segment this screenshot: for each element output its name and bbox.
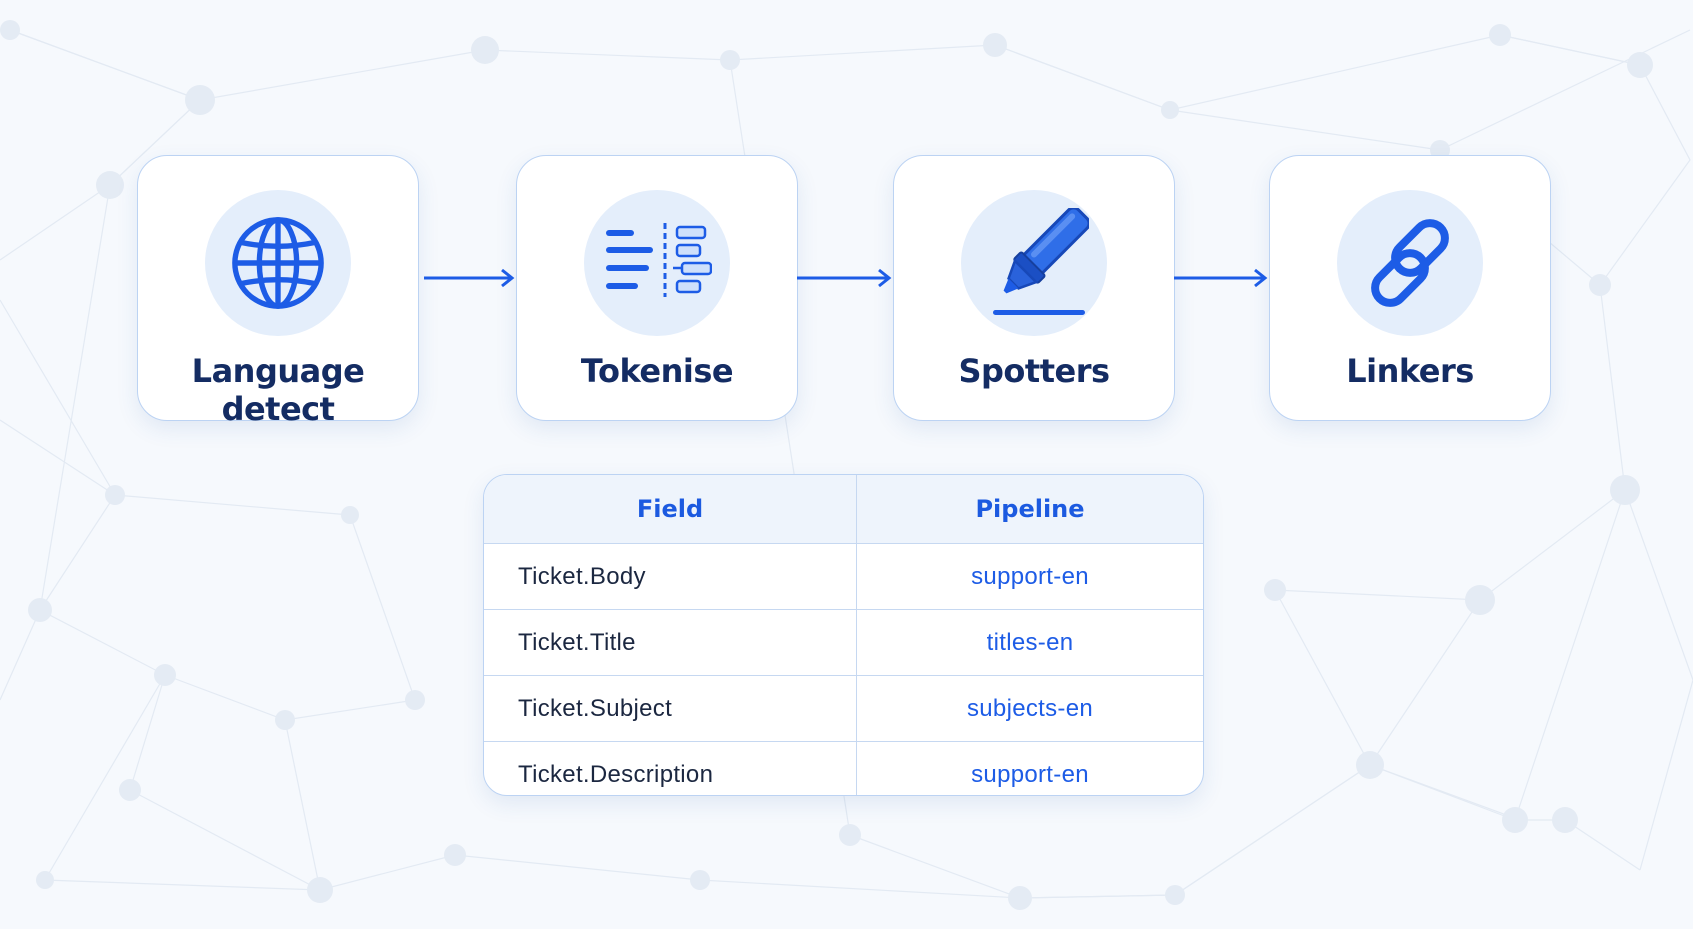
stage-card-linkers: Linkers [1269, 155, 1551, 421]
icon-circle [1337, 190, 1483, 336]
stage-label: Tokenise [580, 352, 734, 390]
stage-card-tokenise: Tokenise [516, 155, 798, 421]
tokens-icon [606, 223, 712, 297]
globe-icon [232, 217, 324, 309]
stage-card-spotters: Spotters [893, 155, 1175, 421]
column-header-field: Field [484, 475, 857, 544]
stage-label: Linkers [1346, 352, 1474, 390]
field-cell: Ticket.Title [484, 609, 857, 676]
arrow-connector [1174, 268, 1268, 288]
icon-circle [584, 190, 730, 336]
pipeline-cell: support-en [971, 760, 1089, 788]
stage-label: Language detect [191, 352, 365, 428]
pipeline-cell: support-en [856, 543, 1203, 610]
arrow-connector [797, 268, 892, 288]
field-pipeline-table: Field Pipeline Ticket.Body support-en Ti… [483, 474, 1204, 796]
field-cell: Ticket.Subject [484, 675, 857, 742]
table-row: Ticket.Subject subjects-en [484, 675, 1203, 742]
highlighter-icon [993, 208, 1089, 315]
pipeline-cell: subjects-en [856, 675, 1203, 742]
table-row: Ticket.Description support-en [484, 741, 1203, 795]
field-cell: Ticket.Body [484, 543, 857, 610]
stage-card-language-detect: Language detect [137, 155, 419, 428]
arrow-connector [424, 268, 515, 288]
icon-circle [961, 190, 1107, 336]
column-header-pipeline: Pipeline [856, 475, 1203, 544]
field-cell: Ticket.Description [484, 741, 857, 795]
chain-link-icon [1371, 219, 1449, 307]
table-row: Ticket.Body support-en [484, 543, 1203, 610]
table-row: Ticket.Title titles-en [484, 609, 1203, 676]
table-header-row: Field Pipeline [484, 475, 1203, 544]
icon-circle [205, 190, 351, 336]
pipeline-cell: titles-en [856, 609, 1203, 676]
stage-label: Spotters [958, 352, 1110, 390]
